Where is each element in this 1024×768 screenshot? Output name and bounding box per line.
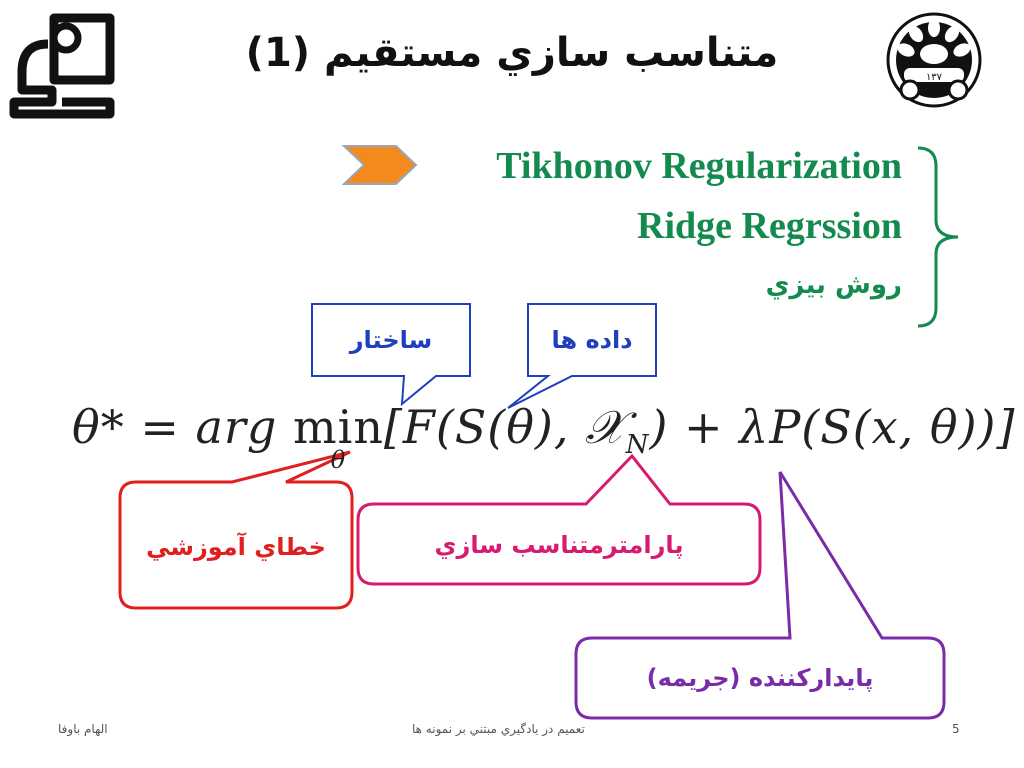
callout-error-shape — [118, 450, 354, 610]
callout-param-shape — [356, 453, 762, 586]
eq-equals: = — [140, 400, 180, 454]
eq-min-subscript: θ — [330, 446, 347, 474]
line-bayesian: روش بيزي — [765, 270, 902, 300]
eq-body-close: ) + λP(S(x, θ))] — [649, 400, 1016, 454]
eq-xn-subscript: N — [625, 430, 650, 461]
callout-error-text: خطاي آموزشي — [146, 533, 326, 561]
footer-page-number: 5 — [952, 722, 960, 736]
eq-lhs: θ* — [72, 400, 125, 454]
slide-title: متناسب سازي مستقيم (1) — [245, 30, 779, 76]
eq-arg: arg — [195, 400, 278, 454]
chevron-arrow-icon — [342, 145, 418, 185]
callout-structure-shape — [311, 303, 471, 407]
callout-structure-text: ساختار — [349, 326, 433, 354]
curly-brace — [917, 146, 959, 328]
eq-body-open: [F(S(θ), — [383, 400, 586, 454]
callout-data-text: داده ها — [551, 326, 633, 354]
footer-author: الهام باوفا — [58, 722, 108, 736]
seal-text: ۱۳۷ — [926, 72, 943, 83]
callout-param-text: پارامترمتناسب سازي — [434, 531, 684, 559]
eq-xn: 𝒳 — [585, 400, 626, 454]
eq-min: min — [293, 400, 384, 454]
line-tikhonov: Tikhonov Regularization — [496, 145, 902, 187]
callout-stabilizer-shape — [574, 471, 946, 720]
person-computer-icon — [9, 13, 115, 119]
footer-course: تعميم در يادگيري مبتني بر نمونه ها — [412, 722, 585, 736]
equation: θ* = arg min θ [F(S(θ), 𝒳N) + λP(S(x, θ)… — [72, 400, 1016, 474]
callout-stabilizer-text: پايداركننده (جريمه) — [646, 664, 874, 692]
callout-data-shape — [507, 303, 657, 409]
university-seal-icon: ۱۳۷ — [886, 12, 982, 108]
line-ridge: Ridge Regrssion — [637, 205, 902, 247]
